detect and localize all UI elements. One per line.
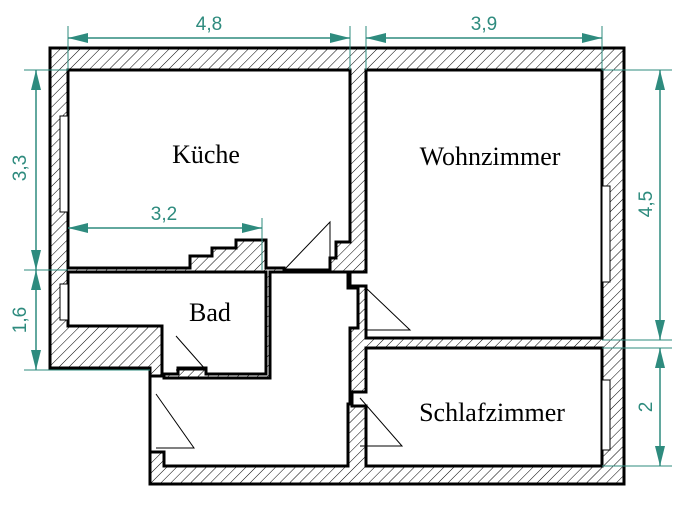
dim-label-top-right: 3,9 — [471, 14, 497, 35]
room-labels: Küche Wohnzimmer Bad Schlafzimmer — [172, 140, 565, 427]
dim-label-right-upper: 4,5 — [636, 191, 657, 217]
flur-space — [148, 270, 360, 468]
room-label-wohnzimmer: Wohnzimmer — [420, 142, 561, 171]
bad-space — [66, 270, 268, 376]
dim-label-left-upper: 3,3 — [10, 155, 31, 181]
dim-label-right-lower: 2 — [636, 402, 657, 413]
dim-label-kueche: 3,2 — [151, 204, 177, 225]
room-label-kueche: Küche — [172, 140, 240, 169]
door-bad — [175, 335, 208, 371]
room-label-bad: Bad — [189, 298, 231, 327]
window-schlafzimmer — [601, 379, 611, 451]
dimensions: 4,8 3,9 3,2 3,3 1,6 4,5 — [10, 14, 672, 467]
door-schlafzimmer — [359, 397, 404, 447]
window-bad — [59, 283, 69, 321]
interior-spaces — [66, 68, 604, 468]
windows — [59, 115, 611, 451]
window-kueche — [59, 115, 69, 213]
door-kueche — [283, 220, 331, 271]
wohnzimmer-space — [348, 68, 604, 340]
room-label-schlafzimmer: Schlafzimmer — [419, 398, 565, 427]
door-wohnzimmer — [365, 287, 412, 331]
doors — [155, 220, 412, 449]
door-flur — [155, 393, 195, 449]
window-wohnzimmer — [601, 185, 611, 283]
kueche-space — [66, 68, 352, 272]
dim-label-top-left: 4,8 — [196, 14, 222, 35]
dim-label-left-lower: 1,6 — [10, 307, 31, 333]
